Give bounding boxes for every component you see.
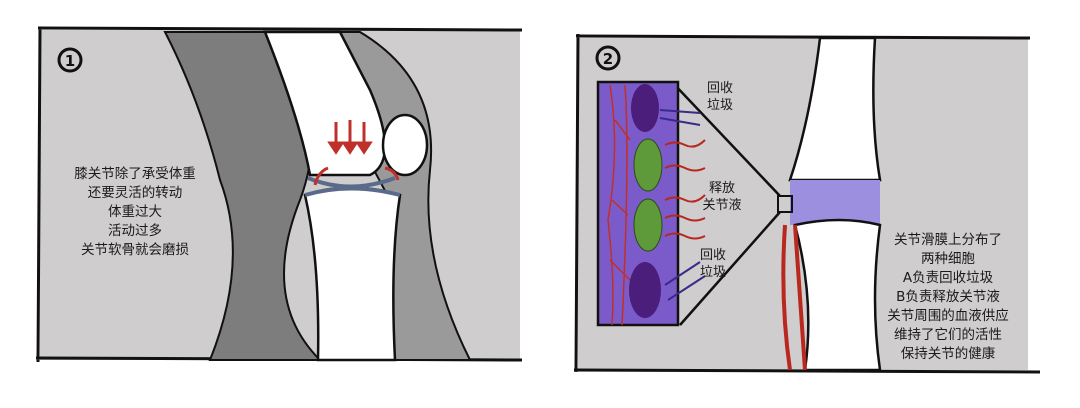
panel-1-knee-side-view [35, 26, 523, 363]
label-recycle-bottom: 回收 垃圾 [688, 247, 738, 281]
label-line: 回收 [699, 248, 726, 263]
label-release-fluid: 释放 关节液 [692, 180, 752, 214]
label-line: 回收 [706, 81, 733, 96]
panel-2-synovium-detail [573, 33, 1041, 374]
label-line: 关节液 [702, 198, 742, 213]
caption-line: B负责释放关节液 [896, 289, 1000, 305]
panel-1-caption: 膝关节除了承受体重 还要灵活的转动 体重过大 活动过多 关节软骨就会磨损 [45, 165, 225, 260]
panel-2-caption: 关节滑膜上分布了 两种细胞 A负责回收垃圾 B负责释放关节液 关节周围的血液供应… [868, 231, 1028, 364]
caption-line: 膝关节除了承受体重 [74, 166, 196, 182]
svg-text:2: 2 [603, 50, 613, 68]
caption-line: 体重过大 [108, 204, 162, 220]
label-line: 垃圾 [699, 265, 726, 280]
caption-line: 保持关节的健康 [900, 346, 996, 362]
caption-line: 维持了它们的活性 [894, 327, 1002, 343]
caption-line: 还要灵活的转动 [87, 185, 183, 201]
caption-line: 两种细胞 [921, 251, 975, 267]
panel-1-number-badge: 1 [57, 47, 83, 73]
caption-line: 关节周围的血液供应 [887, 308, 1009, 324]
caption-line: A负责回收垃圾 [902, 270, 994, 286]
caption-line: 关节滑膜上分布了 [894, 232, 1002, 248]
panel-2-number-badge: 2 [595, 45, 621, 71]
caption-line: 活动过多 [108, 223, 162, 239]
caption-line: 关节软骨就会磨损 [81, 242, 189, 258]
svg-text:1: 1 [65, 52, 75, 70]
label-recycle-top: 回收 垃圾 [695, 80, 745, 114]
label-line: 释放 [708, 181, 735, 196]
label-line: 垃圾 [706, 98, 733, 113]
